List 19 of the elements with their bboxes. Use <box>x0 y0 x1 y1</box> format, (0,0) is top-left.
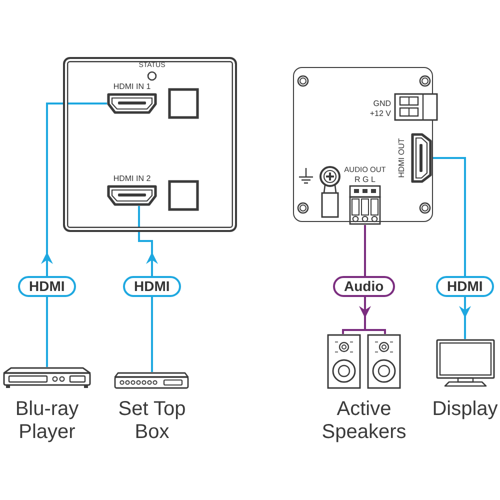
device-label: Blu-ray Player <box>14 398 80 444</box>
port-label: HDMI IN 2 <box>112 174 152 183</box>
arrow <box>41 102 107 367</box>
front-panel <box>63 57 237 232</box>
edge-label: HDMI <box>436 276 494 297</box>
pin-label: +12 V <box>368 109 391 118</box>
device-label: Display <box>431 398 499 421</box>
edge-label: HDMI <box>18 276 76 297</box>
device-label: Active Speakers <box>320 398 408 444</box>
port-label: HDMI IN 1 <box>112 82 152 91</box>
edge-label: HDMI <box>123 276 181 297</box>
arrow <box>342 224 386 335</box>
device-label: Set Top Box <box>117 398 187 444</box>
edge-label: Audio <box>333 276 395 297</box>
pin-label: R G L <box>354 175 376 184</box>
port-label: HDMI OUT <box>397 137 407 180</box>
arrow <box>138 206 158 372</box>
arrow <box>432 157 471 339</box>
pin-label: GND <box>372 99 391 108</box>
